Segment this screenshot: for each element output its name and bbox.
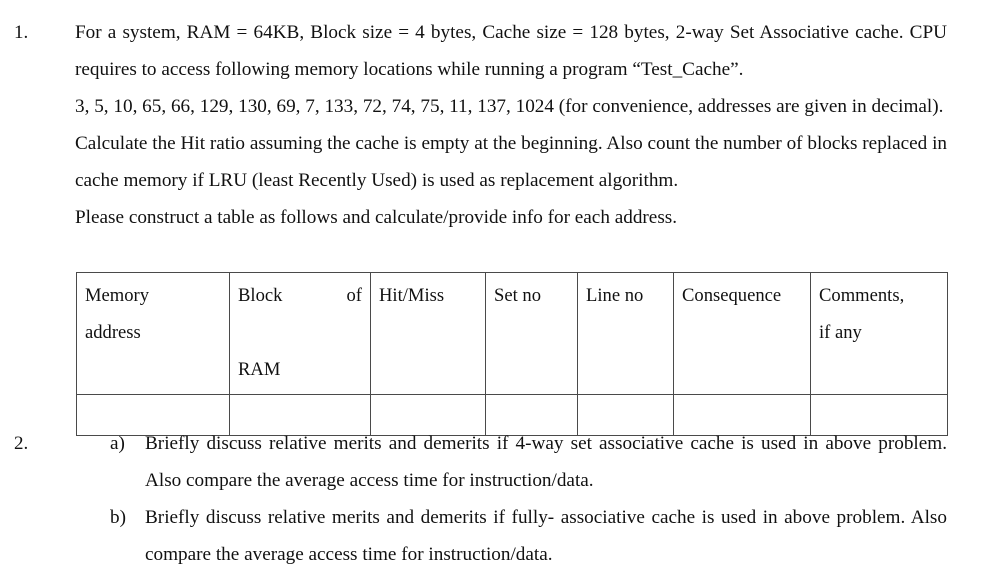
question-2-subitem-a-text: Briefly discuss relative merits and deme… — [145, 433, 947, 491]
table-header-of-word: of — [346, 285, 363, 306]
question-2-subitem-a-marker: a) — [110, 433, 125, 454]
table-header-line-no: Line no — [577, 272, 674, 395]
question-2: 2. a) Briefly discuss relative merits an… — [0, 425, 989, 573]
table-cell-comments[interactable] — [810, 394, 948, 436]
table-header-set-no-label: Set no — [494, 285, 542, 306]
table-cell-block-of-ram[interactable] — [229, 394, 371, 436]
question-1-number: 1. — [14, 22, 29, 43]
table-header-line-no-label: Line no — [586, 285, 644, 306]
question-2-subitem-a: a) Briefly discuss relative merits and d… — [110, 425, 947, 499]
table-header-consequence-label: Consequence — [682, 285, 782, 306]
table-header-memory-address-line-1: Memory — [85, 285, 150, 306]
question-1-paragraph-2: 3, 5, 10, 65, 66, 129, 130, 69, 7, 133, … — [75, 96, 944, 117]
table-header-set-no: Set no — [485, 272, 578, 395]
table-header-comments-line-1: Comments, — [819, 285, 905, 306]
question-1: 1. For a system, RAM = 64KB, Block size … — [0, 14, 989, 236]
question-2-subitem-b: b) Briefly discuss relative merits and d… — [110, 499, 947, 573]
table-header-block-word: Block — [238, 285, 283, 306]
table-header-consequence: Consequence — [673, 272, 811, 395]
table-header-block-of-ram: Block of RAM — [229, 272, 371, 395]
table-cell-memory-address[interactable] — [76, 394, 230, 436]
table-header-memory-address: Memory address — [76, 272, 230, 395]
question-2-sublist: a) Briefly discuss relative merits and d… — [110, 425, 947, 573]
table-header-block-of-ram-line-1: Block of — [238, 277, 362, 351]
question-1-body: For a system, RAM = 64KB, Block size = 4… — [75, 14, 947, 236]
table-header-hit-miss-label: Hit/Miss — [379, 285, 445, 306]
question-1-paragraph-3: Calculate the Hit ratio assuming the cac… — [75, 133, 947, 191]
question-1-paragraph-4: Please construct a table as follows and … — [75, 207, 678, 228]
table-header-hit-miss: Hit/Miss — [370, 272, 486, 395]
question-2-subitem-b-text: Briefly discuss relative merits and deme… — [145, 507, 947, 565]
address-trace-table: Memory address Block of RAM Hit/Miss Set… — [76, 272, 948, 436]
question-2-subitem-b-marker: b) — [110, 507, 126, 528]
table-cell-consequence[interactable] — [673, 394, 811, 436]
question-2-number: 2. — [14, 433, 29, 454]
table-cell-hit-miss[interactable] — [370, 394, 486, 436]
table-header-comments: Comments, if any — [810, 272, 948, 395]
table-header-memory-address-line-2: address — [85, 322, 141, 343]
table-row — [76, 394, 948, 436]
table-header-row: Memory address Block of RAM Hit/Miss Set… — [76, 272, 948, 395]
question-1-paragraph-1: For a system, RAM = 64KB, Block size = 4… — [75, 22, 947, 80]
table-header-block-of-ram-line-2: RAM — [238, 359, 281, 380]
table-cell-line-no[interactable] — [577, 394, 674, 436]
table-header-comments-line-2: if any — [819, 322, 862, 343]
